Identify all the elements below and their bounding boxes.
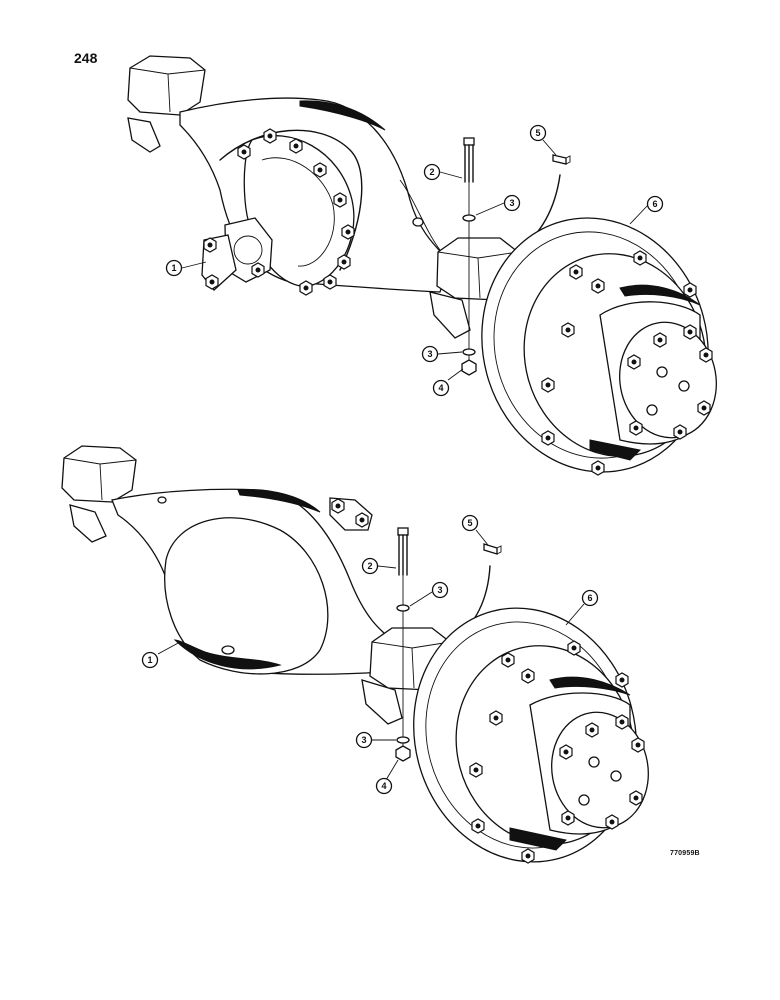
callout-lower-4: 4 bbox=[375, 777, 393, 795]
upper-pinion-yoke bbox=[201, 217, 273, 291]
callout-upper-1: 1 bbox=[165, 259, 183, 277]
svg-text:5: 5 bbox=[535, 128, 540, 138]
callout-lower-5: 5 bbox=[461, 514, 479, 532]
svg-text:4: 4 bbox=[381, 781, 386, 791]
upper-wheel-hub bbox=[481, 217, 717, 476]
lower-callouts: 5 6 2 3 1 3 4 bbox=[141, 514, 599, 795]
upper-axle-assembly bbox=[127, 55, 717, 476]
lower-wheel-hub bbox=[413, 607, 649, 864]
callout-upper-4: 4 bbox=[432, 379, 450, 397]
lower-axle-housing bbox=[111, 488, 393, 675]
svg-text:1: 1 bbox=[171, 263, 176, 273]
lower-mounting-hardware bbox=[395, 527, 411, 762]
svg-text:3: 3 bbox=[509, 198, 514, 208]
svg-text:2: 2 bbox=[429, 167, 434, 177]
callout-upper-2: 2 bbox=[423, 163, 441, 181]
callout-lower-3b: 3 bbox=[355, 731, 373, 749]
upper-callouts: 1 2 3 5 6 3 4 bbox=[165, 124, 664, 397]
svg-text:4: 4 bbox=[438, 383, 443, 393]
upper-leader-lines bbox=[181, 139, 649, 381]
svg-text:5: 5 bbox=[467, 518, 472, 528]
callout-lower-6: 6 bbox=[581, 589, 599, 607]
lower-leader-lines bbox=[157, 529, 585, 781]
callout-upper-5: 5 bbox=[529, 124, 547, 142]
callout-lower-2: 2 bbox=[361, 557, 379, 575]
callout-upper-3b: 3 bbox=[421, 345, 439, 363]
lower-key bbox=[483, 543, 502, 555]
upper-mounting-hardware bbox=[461, 137, 477, 376]
callout-upper-3a: 3 bbox=[503, 194, 521, 212]
callout-lower-1: 1 bbox=[141, 651, 159, 669]
callout-lower-3a: 3 bbox=[431, 581, 449, 599]
svg-text:6: 6 bbox=[587, 593, 592, 603]
upper-left-mount-pad bbox=[127, 55, 206, 153]
callout-upper-6: 6 bbox=[646, 195, 664, 213]
svg-text:3: 3 bbox=[437, 585, 442, 595]
svg-text:6: 6 bbox=[652, 199, 657, 209]
svg-text:1: 1 bbox=[147, 655, 152, 665]
lower-axle-assembly bbox=[61, 445, 649, 864]
svg-text:3: 3 bbox=[361, 735, 366, 745]
svg-text:3: 3 bbox=[427, 349, 432, 359]
page-number: 248 bbox=[74, 50, 98, 66]
drawing-reference-number: 770959B bbox=[670, 850, 700, 857]
lower-left-mount-pad bbox=[61, 445, 137, 543]
upper-key bbox=[552, 154, 571, 165]
svg-text:2: 2 bbox=[367, 561, 372, 571]
